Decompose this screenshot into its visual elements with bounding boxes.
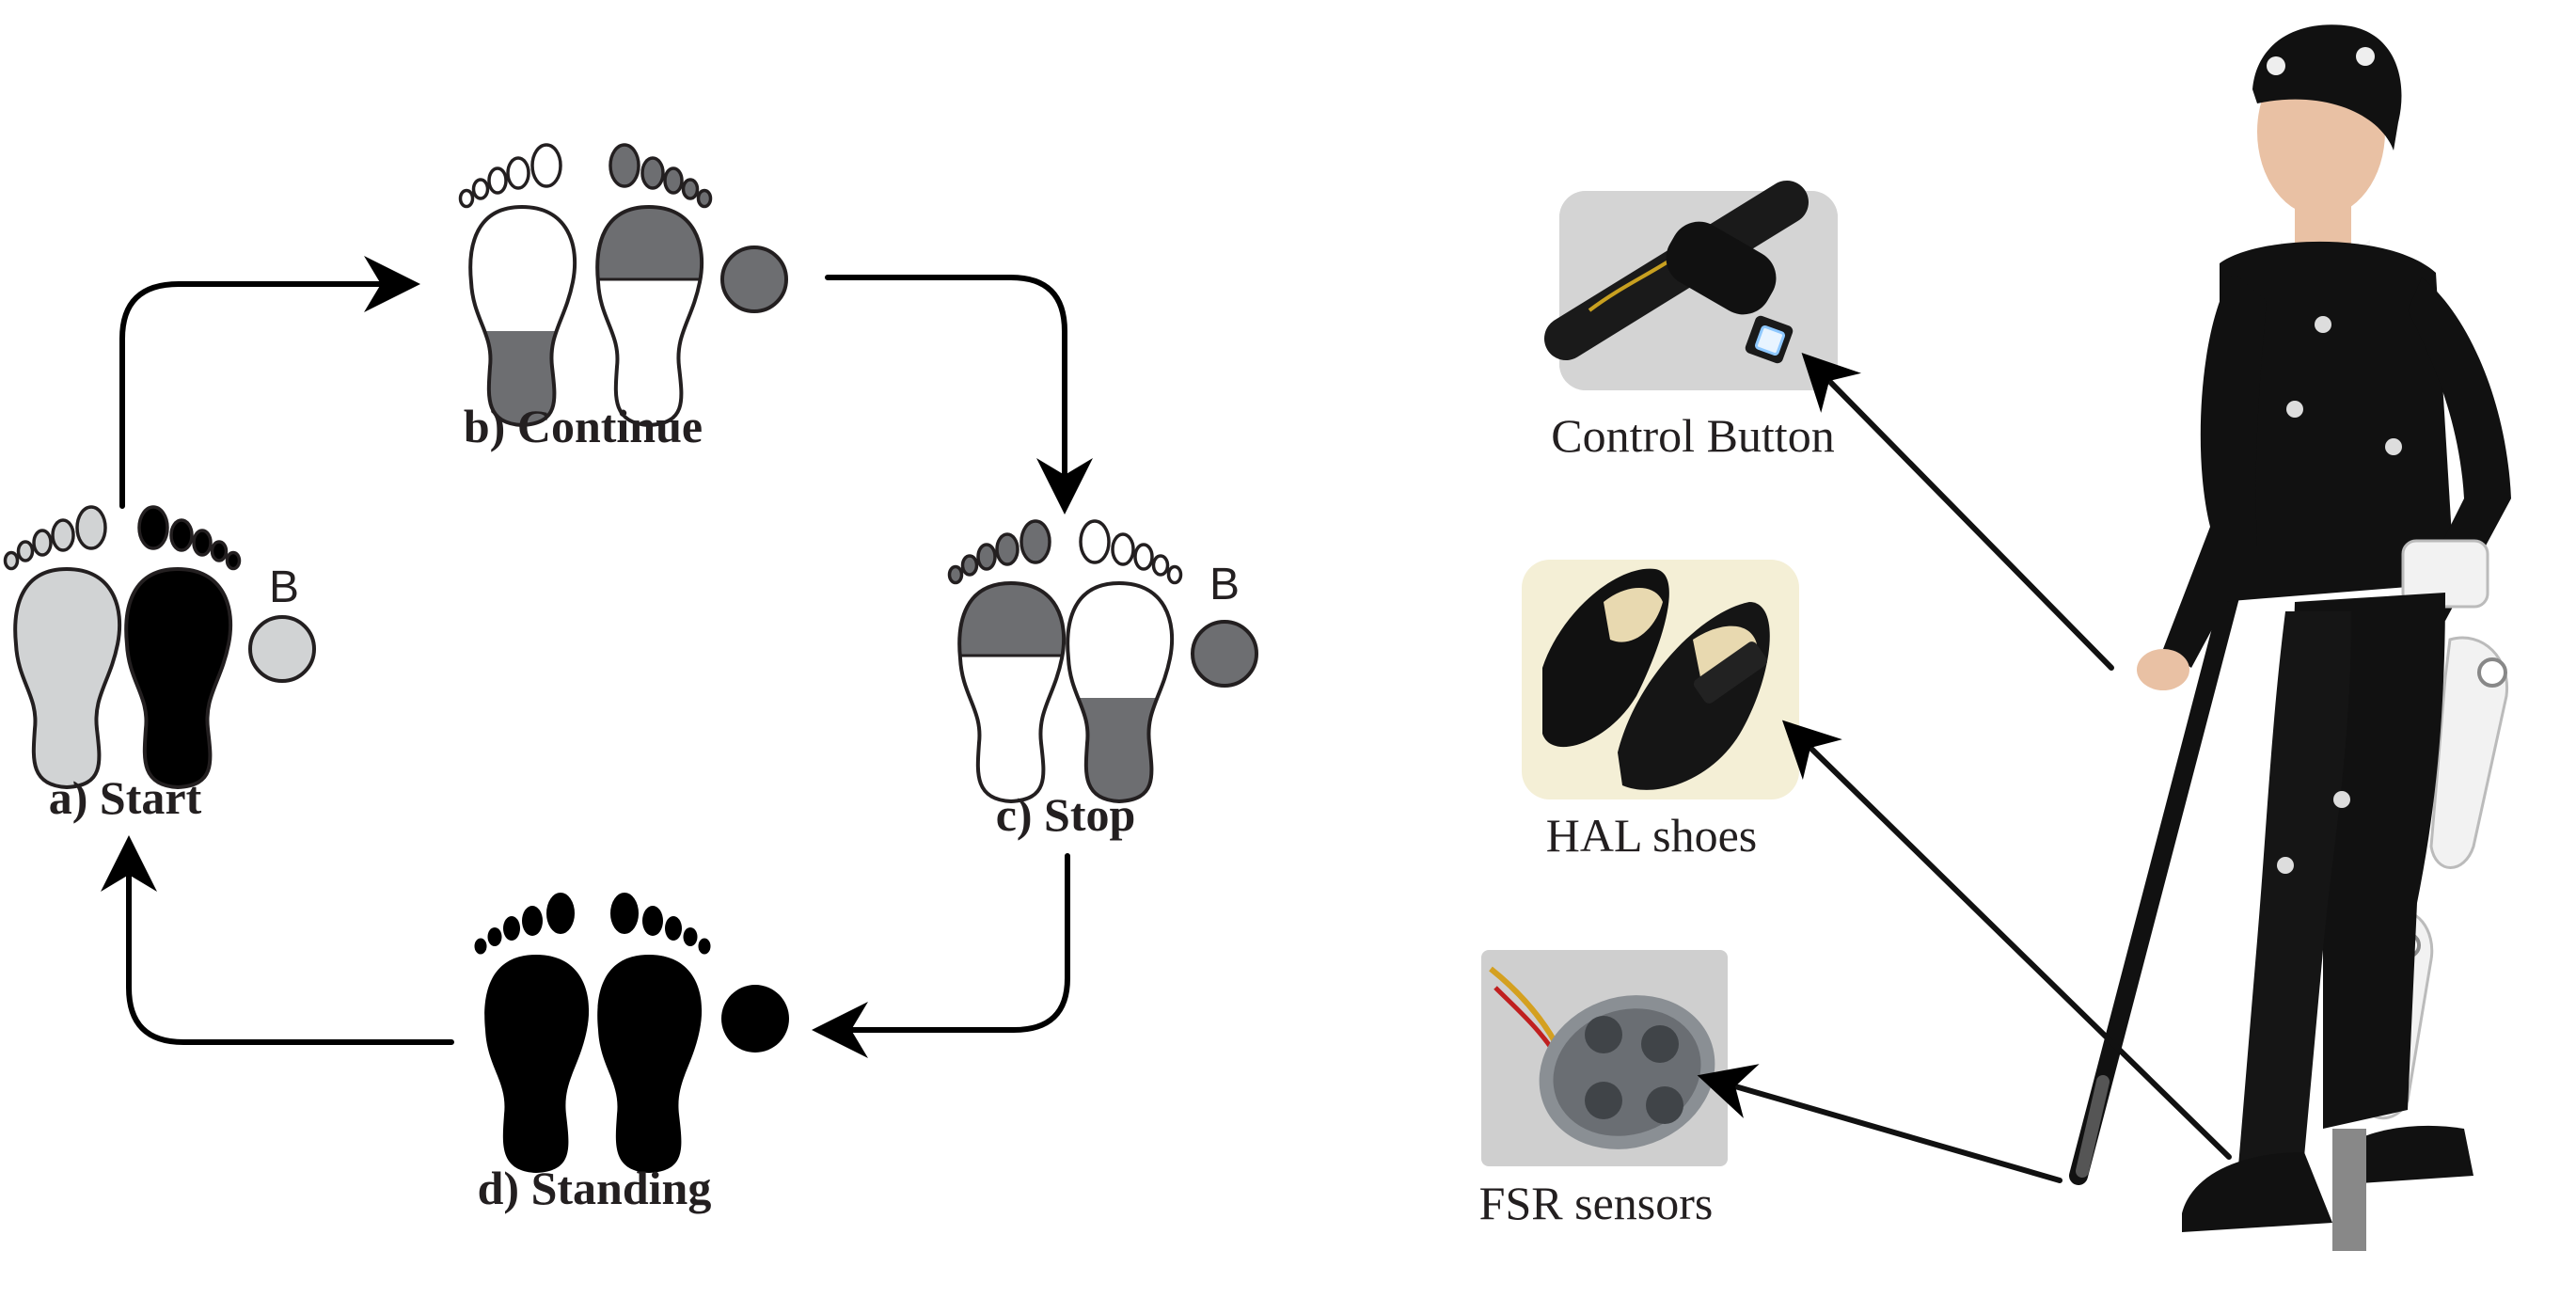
state-cycle-arrows [101,256,1093,1058]
fsr-sensors-photo [1481,950,1728,1166]
label-hal-shoes: HAL shoes [1546,809,1758,862]
state-label-continue: b) Continue [464,400,703,452]
left-foot [3,505,122,789]
pointer-fsr-sensors [1697,1064,2062,1183]
hal-user-figure [2069,24,2511,1251]
arrow-standing-to-start [101,835,454,1045]
button-indicator [720,245,788,313]
arrow-stop-to-standing [812,853,1070,1058]
right-foot [124,505,242,789]
label-control-button: Control Button [1551,409,1834,462]
right-foot [1066,519,1183,803]
pointer-hal-shoes [1781,720,2232,1160]
state-stop: B c) Stop [947,519,1258,841]
left-foot [474,893,590,1173]
right-foot [595,143,713,427]
button-indicator [721,985,789,1053]
button-b-mark: B [1209,560,1240,609]
state-standing: d) Standing [474,893,789,1214]
right-foot [597,893,711,1173]
pointer-control-button [1801,353,2114,671]
button-indicator [248,615,316,683]
button-b-mark: B [269,562,299,612]
state-start: B a) Start [3,505,316,824]
control-button-photo [1544,181,1838,390]
component-pointer-arrows [1697,353,2232,1183]
state-label-standing: d) Standing [478,1162,712,1214]
label-fsr-sensors: FSR sensors [1479,1177,1714,1229]
left-foot [947,519,1067,803]
arrow-continue-to-stop [825,275,1093,514]
hal-shoes-photo [1522,560,1799,799]
state-label-stop: c) Stop [996,788,1136,841]
state-label-start: a) Start [49,771,202,824]
state-continue: b) Continue [458,143,788,452]
button-indicator [1191,620,1258,688]
arrow-start-to-continue [119,256,420,509]
